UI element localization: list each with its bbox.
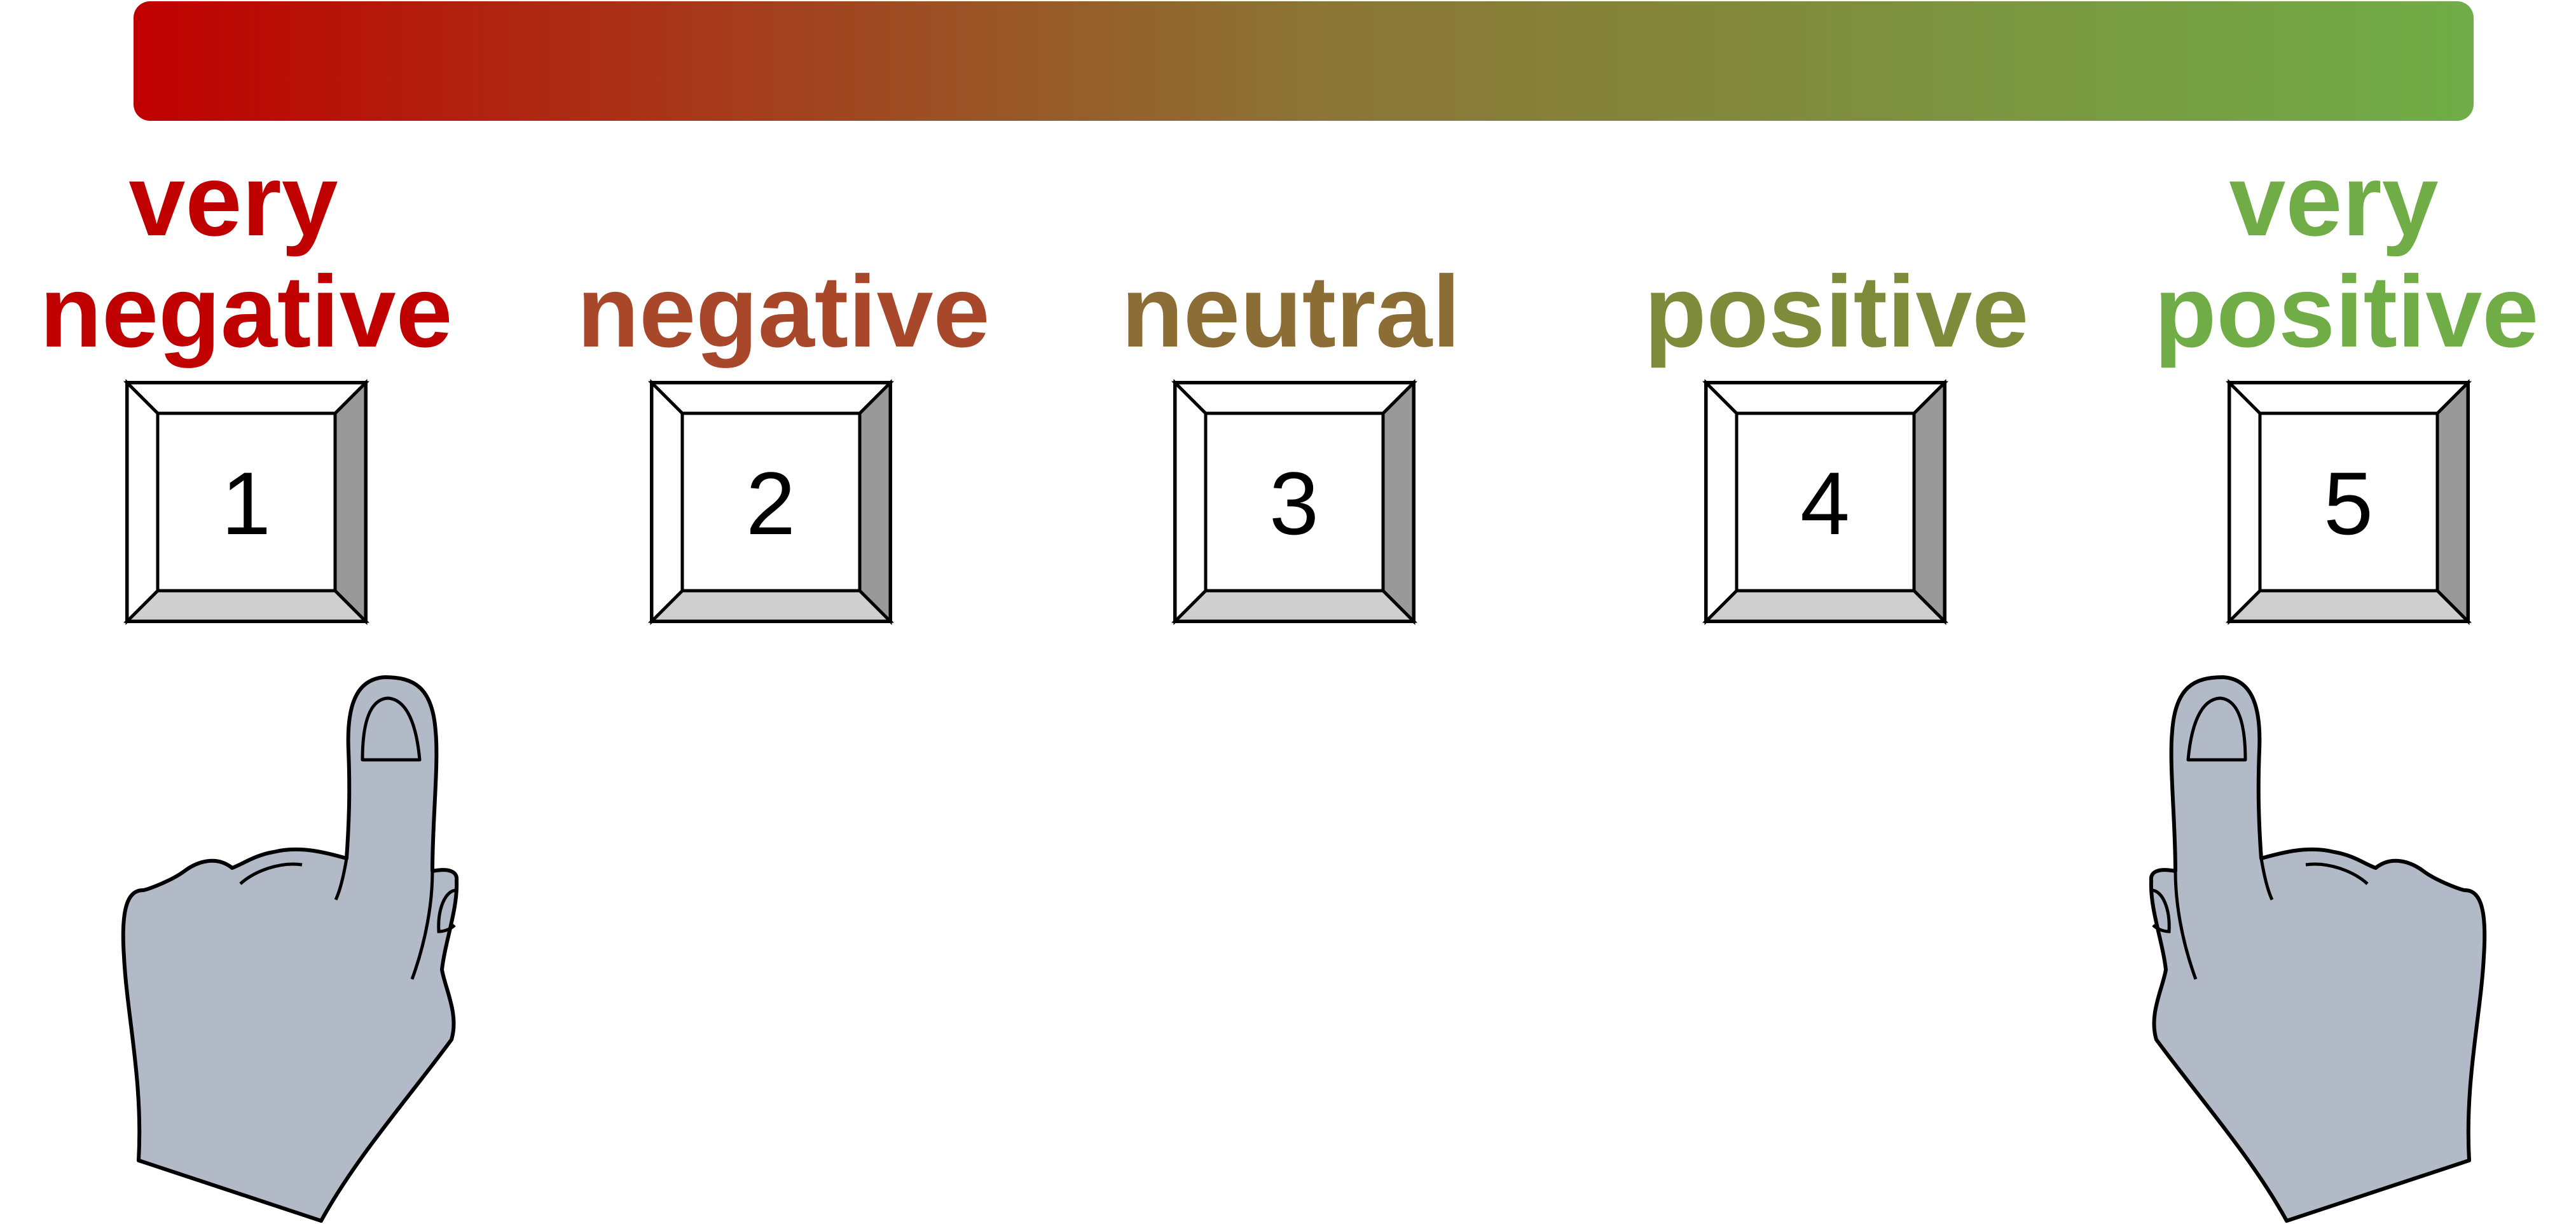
key-5[interactable]: 5: [2225, 378, 2472, 626]
right-hand-body: [2149, 675, 2487, 1223]
left-hand-thumb-line: [334, 858, 348, 901]
label-very-negative-line1: very: [128, 143, 338, 257]
right-hand-nail: [2186, 696, 2247, 762]
key-4[interactable]: 4: [1702, 378, 1949, 626]
key-number-5: 5: [2324, 453, 2373, 553]
key-number-2: 2: [746, 453, 796, 553]
label-neutral: neutral: [1121, 254, 1460, 368]
label-very-positive-line1: very: [2229, 143, 2438, 257]
label-negative: negative: [577, 254, 989, 368]
right-hand-finger-line: [2173, 870, 2198, 980]
right-hand-thumb-line: [2259, 858, 2274, 901]
left-hand-nail: [361, 696, 422, 762]
left-hand-finger-line: [410, 870, 434, 980]
key-number-3: 3: [1269, 453, 1319, 553]
left-hand-body: [121, 675, 459, 1223]
label-positive: positive: [1644, 254, 2029, 368]
left-hand-knuckle: [437, 888, 457, 933]
pointing-hand-icon: [2149, 675, 2487, 1223]
key-number-4: 4: [1800, 453, 1850, 553]
right-hand-knuckle: [2151, 888, 2171, 933]
label-very-positive-line2: positive: [2154, 254, 2539, 368]
keys: 1 2 3 4: [123, 378, 2472, 626]
key-3[interactable]: 3: [1171, 378, 1418, 626]
left-hand-index-line: [239, 862, 303, 885]
scale-labels: very negative negative neutral positive …: [39, 143, 2538, 368]
label-very-negative-line2: negative: [39, 254, 452, 368]
key-1[interactable]: 1: [123, 378, 370, 626]
pointing-hand-icon: [121, 675, 459, 1223]
right-hand-index-line: [2305, 862, 2369, 885]
key-number-1: 1: [221, 453, 271, 553]
key-2[interactable]: 2: [647, 378, 895, 626]
sentiment-gradient-bar: [134, 1, 2474, 121]
